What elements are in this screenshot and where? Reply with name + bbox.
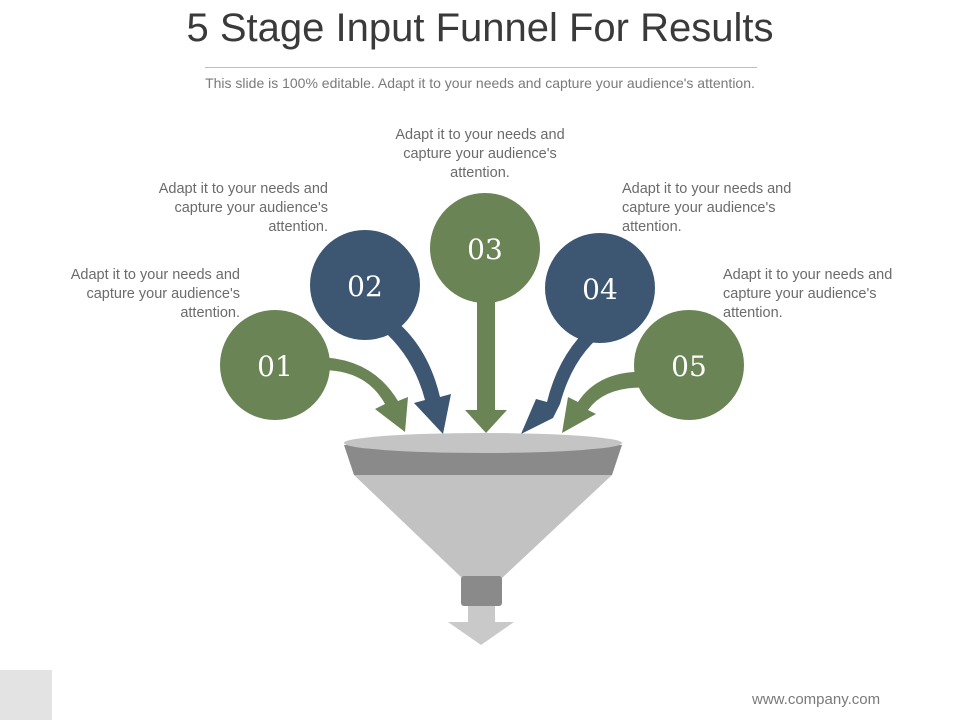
stage-02-text-line: attention.: [268, 219, 328, 235]
stage-02-number: 02: [347, 270, 383, 303]
stage-01-arrow: [300, 357, 408, 432]
stage-03-text-line: capture your audience's: [403, 146, 557, 162]
stage-03-text-line: Adapt it to your needs and: [395, 127, 565, 143]
title-divider: [205, 67, 757, 68]
stage-01-number: 01: [257, 350, 293, 383]
stage-04-text-line: attention.: [622, 219, 682, 235]
stage-01-text-line: capture your audience's: [86, 286, 240, 302]
stage-05-text-line: Adapt it to your needs and: [723, 267, 893, 283]
stage-03-arrow: [465, 280, 507, 433]
stage-03-number: 03: [467, 233, 503, 266]
stage-03-text-line: attention.: [450, 165, 510, 181]
stage-01-description: Adapt it to your needs and capture your …: [40, 266, 240, 323]
funnel-rim: [344, 445, 622, 475]
stage-05-arrow: [562, 371, 655, 433]
stage-04-text-line: capture your audience's: [622, 200, 776, 216]
stage-05-description: Adapt it to your needs and capture your …: [723, 266, 923, 323]
stage-04-number: 04: [582, 273, 618, 306]
stage-04-text-line: Adapt it to your needs and: [622, 181, 792, 197]
stage-01-text-line: attention.: [180, 305, 240, 321]
stage-05-text-line: capture your audience's: [723, 286, 877, 302]
stage-02-description: Adapt it to your needs and capture your …: [128, 180, 328, 237]
stage-04-description: Adapt it to your needs and capture your …: [622, 180, 822, 237]
stage-01-text-line: Adapt it to your needs and: [70, 267, 240, 283]
footer-placeholder-box: [0, 670, 52, 720]
stage-02-text-line: Adapt it to your needs and: [158, 181, 328, 197]
stage-05-badge: 05: [634, 310, 744, 420]
stage-03-badge: 03: [430, 193, 540, 303]
stage-05-text-line: attention.: [723, 305, 783, 321]
stage-04-arrow: [521, 318, 611, 434]
stage-02-arrow: [370, 310, 451, 434]
stage-05-number: 05: [671, 350, 707, 383]
funnel-output-arrow: [448, 606, 514, 645]
stage-02-badge: 02: [310, 230, 420, 340]
footer-url: www.company.com: [752, 691, 881, 708]
funnel-neck: [461, 576, 502, 606]
stage-04-badge: 04: [545, 233, 655, 343]
funnel-cone: [354, 475, 612, 578]
stage-03-description: Adapt it to your needs and capture your …: [380, 126, 580, 183]
stage-01-badge: 01: [220, 310, 330, 420]
funnel-top: [344, 433, 622, 453]
slide-title: 5 Stage Input Funnel For Results: [186, 6, 774, 50]
stage-02-text-line: capture your audience's: [174, 200, 328, 216]
slide-subtitle: This slide is 100% editable. Adapt it to…: [205, 75, 755, 91]
